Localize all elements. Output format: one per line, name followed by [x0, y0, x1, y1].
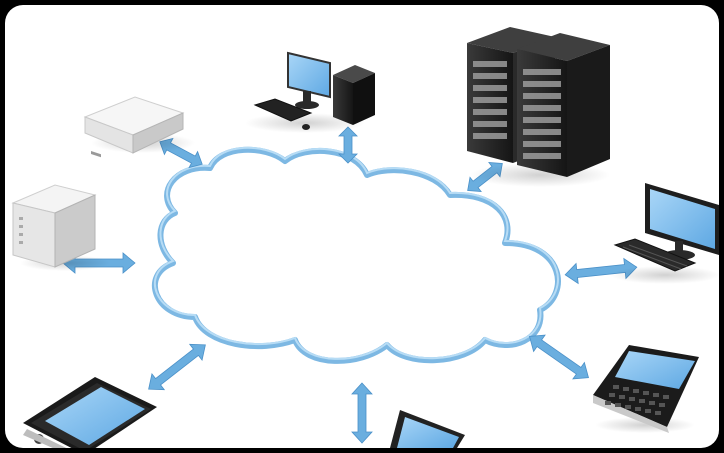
- qwerty-phone-icon: [593, 345, 699, 433]
- monitor-keyboard-icon: [610, 183, 719, 284]
- network-cloud-diagram: [5, 5, 719, 448]
- bidirectional-arrow-smartphone: [142, 337, 211, 397]
- desktop-computer-icon: [245, 53, 375, 133]
- network-appliance-icon: [85, 97, 195, 157]
- tower-server-icon: [13, 185, 110, 271]
- smartphone-icon: [23, 377, 157, 448]
- laptop-icon: [390, 410, 465, 448]
- server-rack-icon: [467, 27, 610, 187]
- bidirectional-arrow-qwerty-phone: [524, 328, 594, 386]
- bidirectional-arrow-laptop: [352, 383, 372, 443]
